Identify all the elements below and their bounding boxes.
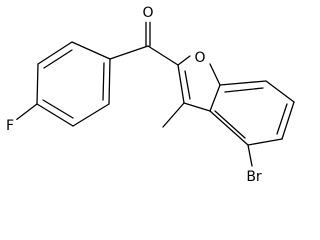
molecule-diagram: O O F Br xyxy=(1,4,295,186)
methyl-bond xyxy=(162,102,185,128)
svg-text:O: O xyxy=(142,5,153,21)
bond-carbonyl-furan xyxy=(147,45,179,66)
atom-o-carbonyl: O xyxy=(139,4,157,22)
atom-o-furan: O xyxy=(191,49,209,67)
fluorophenyl-ring xyxy=(36,41,111,127)
svg-text:F: F xyxy=(6,118,14,134)
svg-text:O: O xyxy=(194,50,205,66)
structure-canvas: O O F Br xyxy=(1,4,295,186)
bond-carbonyl-phenyl xyxy=(109,45,149,60)
furan-ring xyxy=(177,55,221,112)
bond-c-br xyxy=(247,144,253,167)
atom-br: Br xyxy=(242,168,266,186)
bond-c-f xyxy=(15,103,38,121)
svg-text:Br: Br xyxy=(246,169,262,185)
benzo-ring xyxy=(209,80,295,146)
atom-f: F xyxy=(1,117,19,135)
